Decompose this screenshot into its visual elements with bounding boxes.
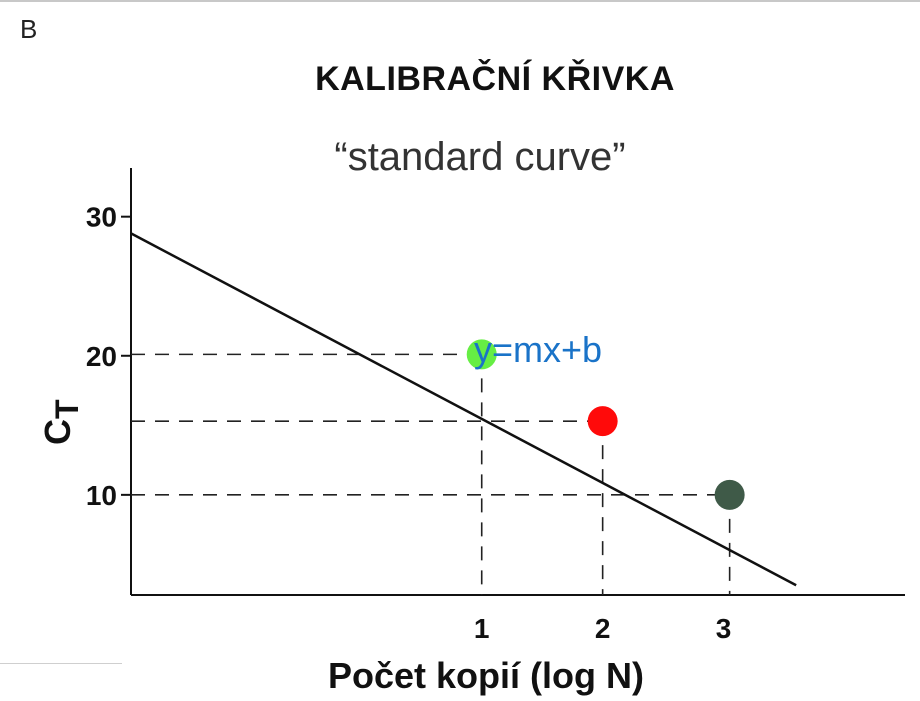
equation-annotation: y=mx+b (474, 329, 602, 370)
data-point-1 (587, 406, 618, 437)
y-axis-title-sub: T (49, 399, 85, 419)
svg-text:CT: CT (37, 399, 85, 445)
y-tick-label-0: 10 (86, 480, 117, 511)
top-divider (0, 0, 920, 2)
panel-label: B (20, 14, 38, 44)
chart-subtitle: “standard curve” (334, 135, 626, 179)
y-axis-title: CT (37, 399, 85, 445)
x-tick-label-0: 1 (474, 613, 490, 644)
y-tick-label-1: 20 (86, 341, 117, 372)
chart-title: KALIBRAČNÍ KŘIVKA (315, 60, 675, 98)
data-point-2 (714, 479, 745, 510)
data-point-0 (466, 339, 497, 370)
x-tick-label-2: 3 (716, 613, 732, 644)
x-axis-title: Počet kopií (log N) (328, 655, 644, 696)
y-axis-title-main: C (37, 419, 78, 445)
y-ticks: 10 20 30 (86, 202, 131, 511)
regression-line (130, 232, 797, 587)
guide-lines (131, 353, 731, 595)
bottom-divider (0, 663, 122, 664)
x-tick-label-1: 2 (595, 613, 611, 644)
data-points (466, 339, 745, 510)
y-tick-label-2: 30 (86, 202, 117, 233)
x-ticks: 1 2 3 (474, 613, 731, 644)
